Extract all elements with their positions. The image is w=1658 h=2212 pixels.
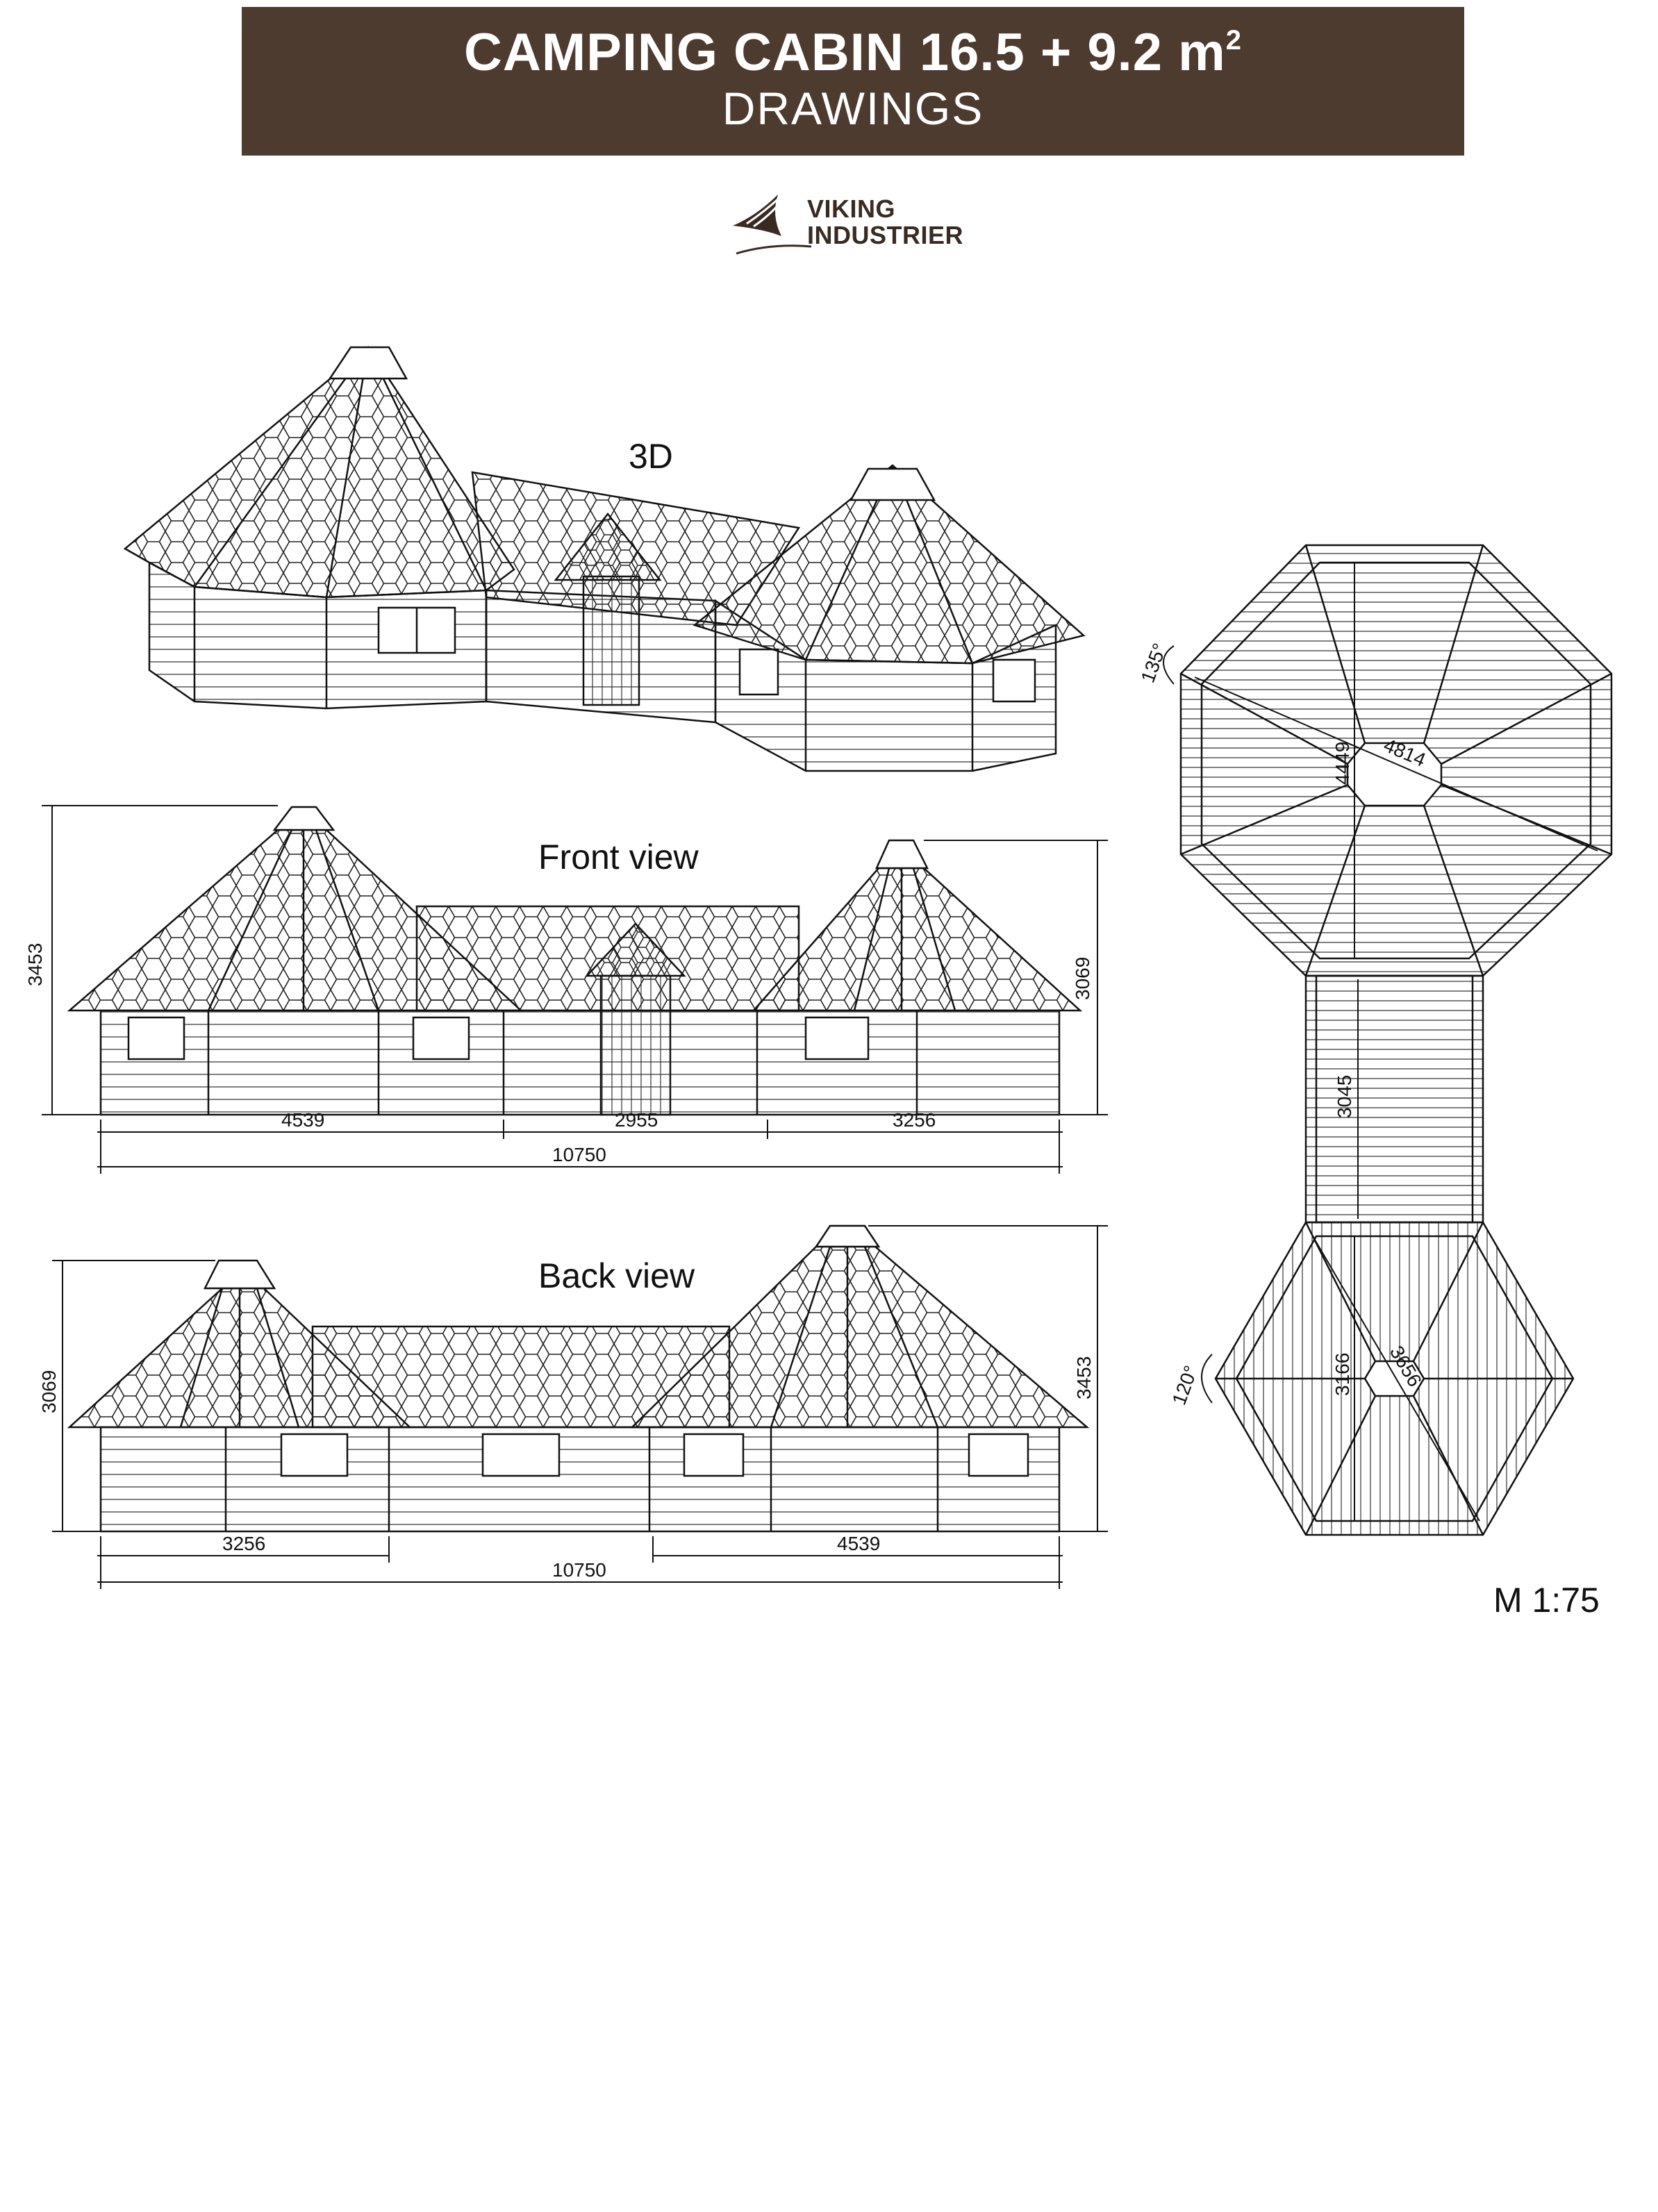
plan-hex-width: 3166 [1332, 1353, 1353, 1396]
back-seg2: 4539 [837, 1533, 880, 1554]
plan-corridor: 3045 [1334, 1075, 1355, 1118]
label-front-view: Front view [538, 838, 699, 876]
front-height-left: 3453 [24, 943, 46, 986]
front-seg3: 3256 [893, 1109, 936, 1131]
front-seg2: 2955 [615, 1109, 658, 1131]
plan-angle-bottom: 120° [1168, 1363, 1202, 1408]
back-total: 10750 [552, 1559, 606, 1581]
plan-angle-top: 135° [1137, 640, 1171, 685]
view-plan-drawing [1179, 544, 1613, 1536]
front-total: 10750 [552, 1144, 606, 1165]
label-3d: 3D [629, 437, 673, 476]
back-seg1: 3256 [222, 1533, 265, 1554]
scale-label: M 1:75 [1493, 1581, 1600, 1620]
front-dimensions [42, 805, 1108, 1174]
view-front-drawing [67, 806, 1083, 1116]
back-height-left: 3069 [38, 1370, 60, 1413]
logo-line2: INDUSTRIER [807, 221, 964, 249]
viking-wing-icon [733, 194, 812, 255]
back-dimensions [52, 1225, 1108, 1589]
front-seg1: 4539 [281, 1109, 324, 1131]
title-banner: CAMPING CABIN 16.5 + 9.2 m2 DRAWINGS [242, 7, 1464, 156]
front-height-right: 3069 [1072, 957, 1093, 1000]
page-subtitle: DRAWINGS [722, 83, 984, 134]
label-back-view: Back view [538, 1256, 695, 1295]
plan-dimensions [1163, 563, 1598, 1522]
back-height-right: 3453 [1073, 1356, 1095, 1399]
logo-line1: VIKING [807, 194, 896, 223]
company-logo: VIKING INDUSTRIER [729, 188, 963, 264]
page-title: CAMPING CABIN 16.5 + 9.2 m2 [464, 23, 1242, 82]
view-3d-drawing [123, 346, 1086, 772]
plan-oct-width: 4449 [1332, 742, 1353, 785]
view-back-drawing [67, 1224, 1090, 1533]
